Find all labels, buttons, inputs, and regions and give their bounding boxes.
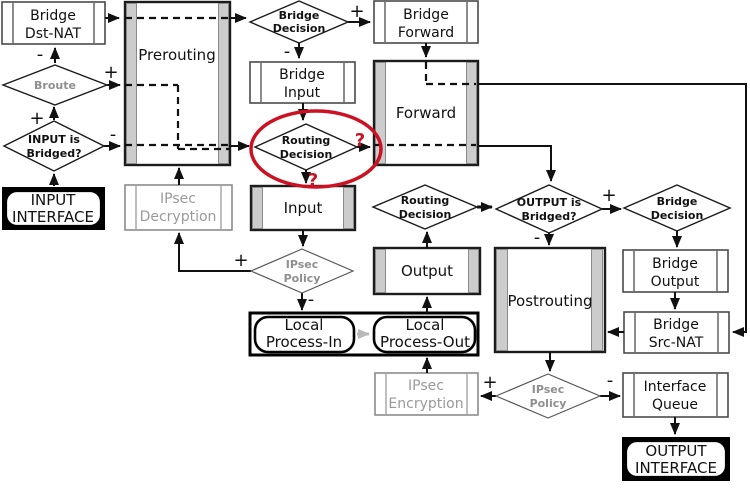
output-is-bridged-diamond: OUTPUT is Bridged? [494,184,604,234]
svg-text:INTERFACE: INTERFACE [635,459,717,477]
svg-text:Src-NAT: Src-NAT [649,335,704,351]
svg-text:Bridged?: Bridged? [521,210,576,223]
svg-text:INTERFACE: INTERFACE [12,208,94,226]
svg-text:Decision: Decision [280,148,333,161]
input-bridged-minus-sign: - [110,124,117,145]
ipsec-encryption-label: IPsec [408,378,444,394]
input-interface-box: INPUT INTERFACE [2,187,105,230]
ipsec-policy-in-label: IPsec [286,258,319,271]
svg-text:Bridged?: Bridged? [26,147,81,160]
bridge-decision-top-plus-sign: + [349,1,364,22]
bridge-decision-top-label: Bridge [279,9,320,22]
ipsec-decryption-box: IPsec Decryption [124,184,233,231]
arrow-forward-to-bridge-srcnat [478,83,747,337]
interface-queue-label: Interface [644,379,707,395]
input-is-bridged-label: INPUT is [28,133,80,146]
ipsec-policy-out-label: IPsec [532,383,565,396]
prerouting-box: Prerouting [123,0,232,167]
input-bridged-plus-sign: + [29,108,44,129]
broute-plus-sign: + [103,62,118,83]
dashed-paths [125,16,476,151]
svg-text:Policy: Policy [530,397,567,410]
bridge-output-label: Bridge [652,256,698,272]
ipsec-policy-in-diamond: IPsec Policy [249,248,355,294]
bridge-srcnat-label: Bridge [653,317,699,333]
svg-text:Decision: Decision [273,22,326,35]
routing-decision-left-label: Routing [282,134,331,147]
bridge-dstnat-label: Bridge [30,8,76,24]
bridge-decision-top-minus-sign: - [284,41,291,62]
postrouting-box: Postrouting [493,246,607,354]
output-interface-label: OUTPUT [645,442,707,460]
svg-text:Decision: Decision [651,209,704,222]
bridge-output-box: Bridge Output [622,249,729,293]
ipsec-policy-in-minus-sign: - [308,289,315,310]
svg-text:Policy: Policy [284,272,321,285]
bridge-srcnat-box: Bridge Src-NAT [623,311,730,354]
routing-decision-highlight: ? ? [249,109,383,191]
broute-diamond: Broute [1,64,109,106]
svg-text:Decision: Decision [399,208,452,221]
svg-text:Process-In: Process-In [266,333,342,351]
arrow-forward-to-output-bridged [478,145,556,182]
routing-decision-right-diamond: Routing Decision [371,184,479,230]
postrouting-label: Postrouting [508,292,593,310]
ipsec-policy-in-plus-sign: + [233,250,248,271]
bridge-dstnat-box: Bridge Dst-NAT [1,1,106,45]
input-interface-label: INPUT [31,191,77,209]
svg-text:Queue: Queue [652,397,698,413]
ipsec-encryption-box: IPsec Encryption [374,372,479,416]
output-is-bridged-label: OUTPUT is [517,196,582,209]
output-label: Output [401,262,453,280]
local-process-in-label: Local [285,316,324,334]
branch-signs: - + + - + - + - + - + - [29,1,616,393]
bridge-decision-right-label: Bridge [657,195,698,208]
output-box: Output [372,246,482,296]
red-highlight-ellipse [249,109,383,189]
bridge-input-label: Bridge [279,67,325,83]
routing-decision-left-diamond: Routing Decision [253,123,359,171]
svg-text:Input: Input [284,85,321,101]
ipsec-decryption-label: IPsec [160,191,196,207]
bridge-input-box: Bridge Input [249,61,356,104]
output-bridged-minus-sign: - [534,227,541,248]
question-mark-right: ? [355,130,365,151]
arrow-ipsec-policy-to-decryption [174,232,251,272]
forward-label: Forward [396,104,456,122]
ipsec-policy-out-minus-sign: - [607,370,614,391]
svg-text:Dst-NAT: Dst-NAT [25,26,82,42]
input-is-bridged-diamond: INPUT is Bridged? [2,120,106,172]
routing-decision-right-label: Routing [401,194,450,207]
broute-label: Broute [34,79,76,92]
ipsec-policy-out-plus-sign: + [482,372,497,393]
local-process-out-label: Local [406,316,445,334]
svg-text:Encryption: Encryption [388,396,463,412]
svg-text:Forward: Forward [398,25,454,41]
bridge-forward-box: Bridge Forward [373,0,479,44]
svg-text:Output: Output [651,274,700,290]
ipsec-policy-out-diamond: IPsec Policy [494,373,602,419]
svg-text:Process-Out: Process-Out [380,333,470,351]
interface-queue-box: Interface Queue [622,372,729,418]
output-interface-box: OUTPUT INTERFACE [622,437,730,481]
prerouting-label: Prerouting [138,46,215,64]
input-box: Input [249,184,357,232]
input-label: Input [284,199,323,217]
bridge-decision-right-diamond: Bridge Decision [622,184,732,232]
bridge-decision-top-diamond: Bridge Decision [248,0,350,44]
broute-minus-sign: - [37,44,44,65]
bridge-forward-label: Bridge [403,7,449,23]
output-bridged-plus-sign: + [601,185,616,206]
question-mark-bottom: ? [308,170,318,191]
svg-text:Decryption: Decryption [140,209,217,225]
